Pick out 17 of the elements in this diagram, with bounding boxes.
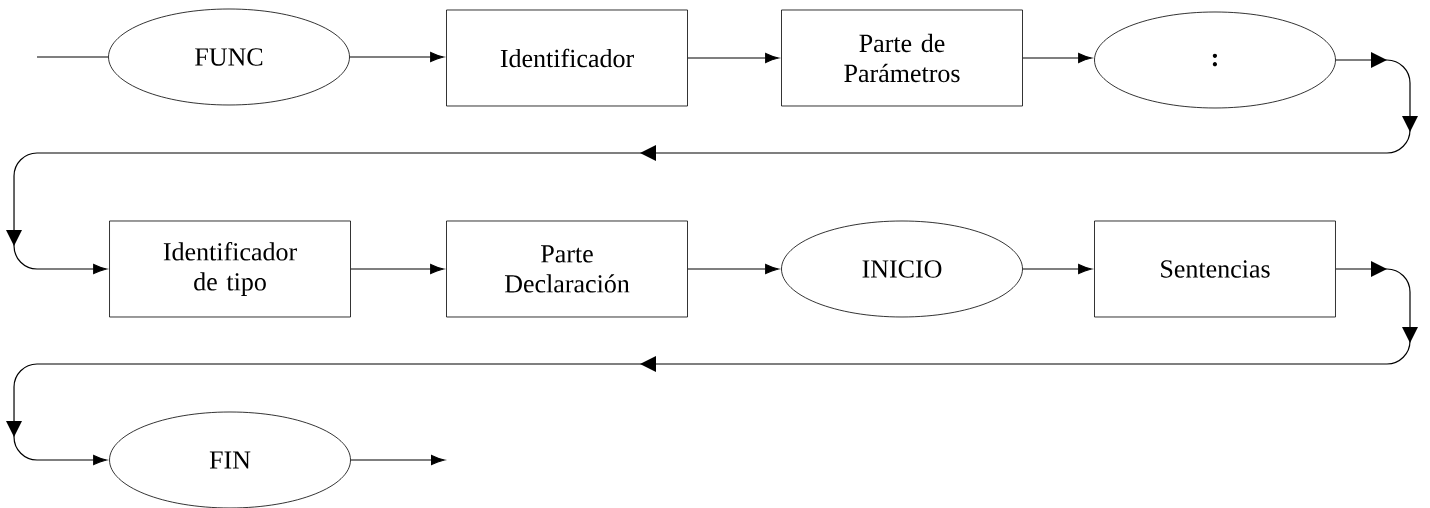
process-box: Identificador de tipo <box>109 220 351 318</box>
oval-node: : <box>1094 11 1336 109</box>
oval-node: INICIO <box>781 220 1023 318</box>
process-box: Parte Declaración <box>446 220 688 318</box>
process-box: Sentencias <box>1094 220 1336 318</box>
oval-node: FUNC <box>108 8 350 106</box>
arrow <box>687 263 779 275</box>
arrow <box>1022 263 1092 275</box>
arrow <box>6 52 1418 275</box>
arrow <box>6 261 1418 466</box>
process-box: Parte de Parámetros <box>781 9 1023 107</box>
arrow <box>687 52 779 64</box>
process-box: Identificador <box>446 9 688 107</box>
arrow <box>350 454 445 466</box>
arrow <box>349 51 445 63</box>
arrow <box>350 263 445 275</box>
arrow <box>1022 52 1092 64</box>
